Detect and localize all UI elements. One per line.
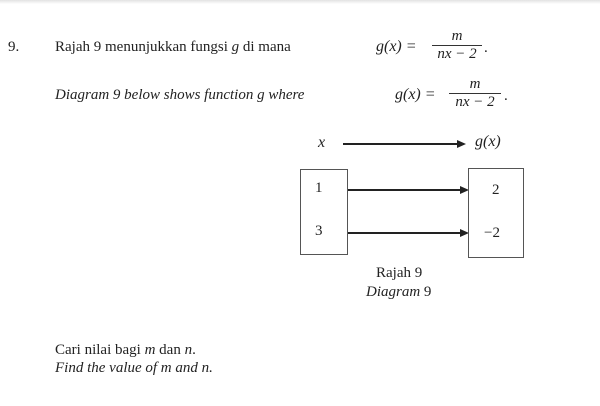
period-2: . [504, 88, 508, 104]
fraction-bar [449, 93, 501, 94]
question-number: 9. [8, 39, 20, 55]
mapping-arrow-line-1 [348, 189, 460, 191]
function-lhs-text: g(x) = [395, 86, 436, 103]
page-top-edge [0, 0, 600, 4]
codomain-value-1: 2 [492, 182, 500, 198]
malay-prefix: Rajah 9 menunjukkan fungsi [55, 39, 232, 55]
task-english: Find the value of m and n. [55, 360, 213, 376]
task-var-m: m [144, 342, 156, 358]
codomain-box [468, 168, 524, 258]
task-malay-prefix: Cari nilai bagi [55, 342, 145, 358]
function-lhs-1: g(x) = [376, 38, 417, 56]
diagram-caption-english: Diagram 9 [366, 284, 431, 301]
domain-value-2: 3 [315, 223, 323, 239]
question-text-english: Diagram 9 below shows function g where [55, 87, 305, 103]
caption-english-word: Diagram [366, 284, 421, 300]
domain-value-1: 1 [315, 180, 323, 196]
mapping-arrowhead-1-icon [460, 186, 469, 194]
codomain-value-2: −2 [484, 225, 500, 241]
header-arrow-line [343, 143, 457, 145]
fraction-denominator: nx − 2 [437, 46, 477, 62]
domain-box [300, 169, 348, 255]
diagram-caption-malay: Rajah 9 [376, 265, 423, 281]
task-malay: Cari nilai bagi m dan n. [55, 341, 196, 359]
malay-suffix: di mana [239, 39, 291, 55]
function-lhs-2: g(x) = [395, 86, 436, 104]
header-arrow-head-icon [457, 140, 466, 148]
domain-label: x [318, 134, 326, 151]
function-fraction-2: m nx − 2 [449, 76, 501, 111]
fraction-numerator: m [451, 28, 463, 44]
caption-english-number: 9 [420, 284, 432, 300]
mapping-arrow-line-2 [348, 232, 460, 234]
function-fraction-1: m nx − 2 [432, 28, 482, 63]
fraction-numerator: m [469, 76, 481, 92]
task-var-n: n [184, 342, 193, 358]
period-1: . [484, 40, 488, 56]
function-lhs-text: g(x) = [376, 38, 417, 55]
mapping-arrowhead-2-icon [460, 229, 469, 237]
task-malay-end: . [192, 342, 196, 358]
malay-var-g: g [231, 39, 240, 55]
codomain-label-text: g(x) [475, 133, 501, 150]
fraction-bar [432, 45, 482, 46]
question-text-malay: Rajah 9 menunjukkan fungsi g di mana [55, 38, 291, 56]
codomain-label: g(x) [475, 133, 501, 151]
fraction-denominator: nx − 2 [455, 94, 495, 110]
task-malay-mid: dan [155, 342, 185, 358]
